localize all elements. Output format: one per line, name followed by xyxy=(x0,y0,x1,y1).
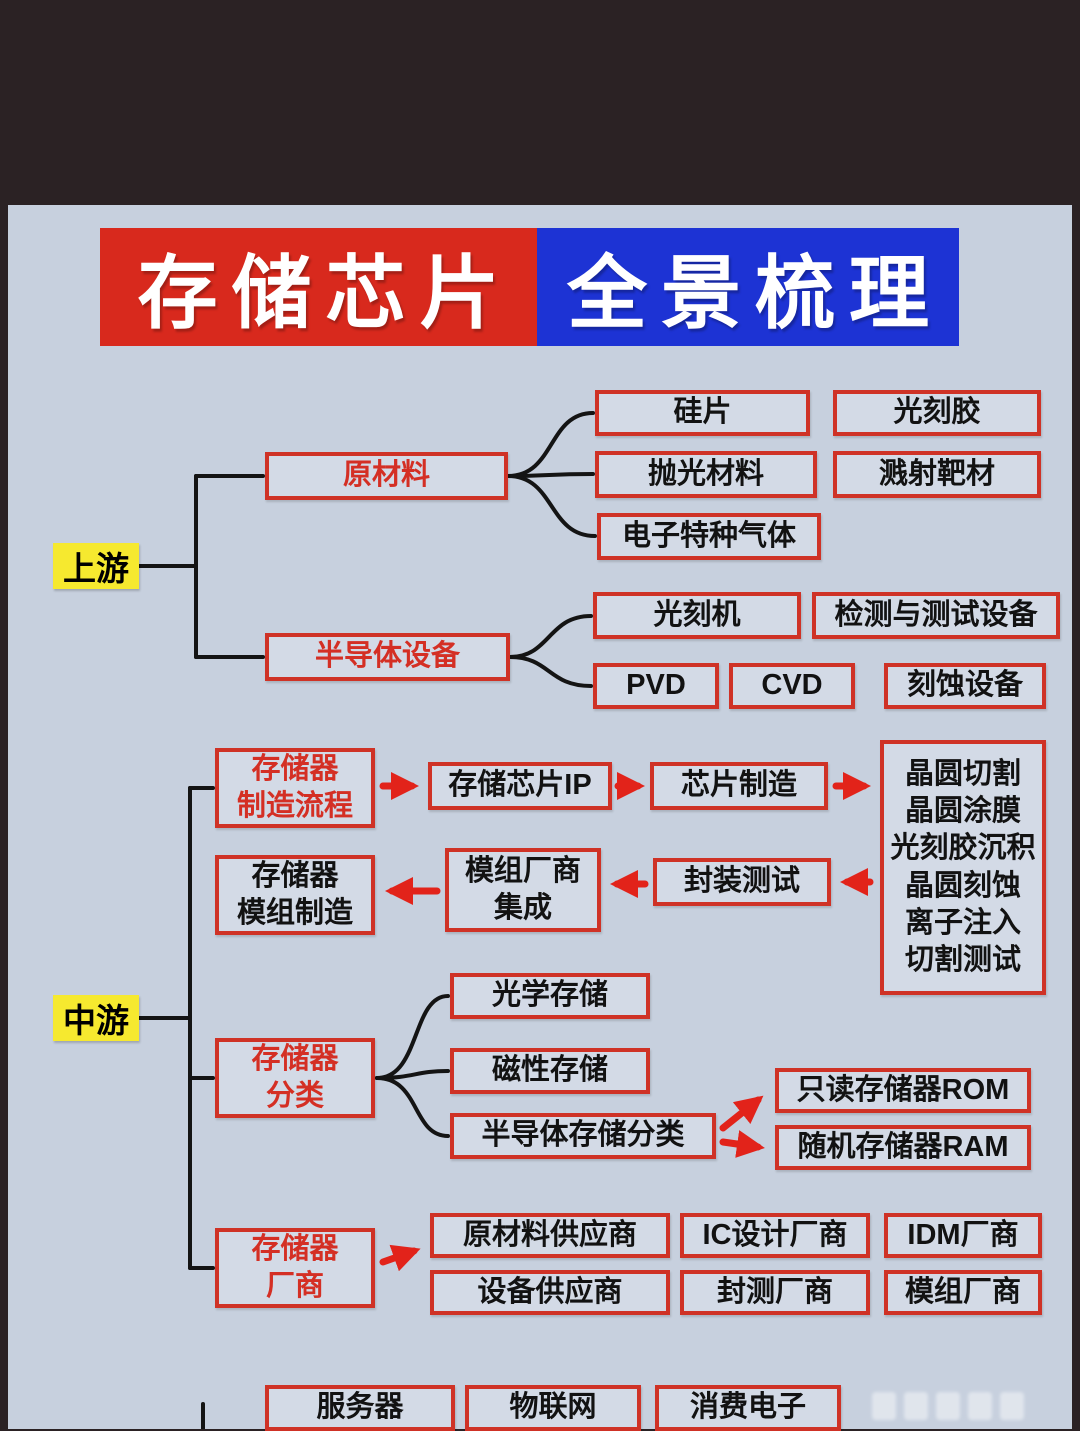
node-memory-classification: 存储器 分类 xyxy=(215,1038,375,1118)
node-module-vendors: 模组厂商 xyxy=(884,1270,1042,1315)
node-inspection-testing-equipment: 检测与测试设备 xyxy=(812,592,1060,639)
node-iot: 物联网 xyxy=(465,1385,641,1431)
node-idm-vendors: IDM厂商 xyxy=(884,1213,1042,1258)
title-left: 存储芯片 xyxy=(100,228,537,346)
node-photoresist: 光刻胶 xyxy=(833,390,1041,436)
node-pvd: PVD xyxy=(593,663,719,709)
node-packaging-testing: 封装测试 xyxy=(653,858,831,906)
node-silicon-wafer: 硅片 xyxy=(595,390,810,436)
node-raw-material-suppliers: 原材料供应商 xyxy=(430,1213,670,1258)
node-lithography-machine: 光刻机 xyxy=(593,592,801,639)
watermark xyxy=(872,1388,1050,1424)
node-semiconductor-storage-classification: 半导体存储分类 xyxy=(450,1113,716,1159)
node-equipment-suppliers: 设备供应商 xyxy=(430,1270,670,1315)
node-rom: 只读存储器ROM xyxy=(775,1068,1031,1113)
node-semiconductor-equipment: 半导体设备 xyxy=(265,633,510,681)
node-consumer-electronics: 消费电子 xyxy=(655,1385,841,1431)
node-polishing-materials: 抛光材料 xyxy=(595,451,817,498)
node-sputtering-targets: 溅射靶材 xyxy=(833,451,1041,498)
node-memory-mfg-process: 存储器 制造流程 xyxy=(215,748,375,828)
node-server: 服务器 xyxy=(265,1385,455,1431)
node-chip-manufacturing: 芯片制造 xyxy=(650,762,828,810)
node-ic-design-vendors: IC设计厂商 xyxy=(680,1213,870,1258)
node-cvd: CVD xyxy=(729,663,855,709)
node-packaging-testing-vendors: 封测厂商 xyxy=(680,1270,870,1315)
node-ram: 随机存储器RAM xyxy=(775,1125,1031,1170)
node-wafer-process-steps: 晶圆切割 晶圆涂膜 光刻胶沉积 晶圆刻蚀 离子注入 切割测试 xyxy=(880,740,1046,995)
node-module-vendor-integration: 模组厂商 集成 xyxy=(445,848,601,932)
node-raw-materials: 原材料 xyxy=(265,452,508,500)
node-optical-storage: 光学存储 xyxy=(450,973,650,1019)
label-upstream: 上游 xyxy=(53,543,139,589)
node-memory-module-manufacturing: 存储器 模组制造 xyxy=(215,855,375,935)
node-memory-chip-ip: 存储芯片IP xyxy=(428,762,612,810)
node-etching-equipment: 刻蚀设备 xyxy=(884,663,1046,709)
node-magnetic-storage: 磁性存储 xyxy=(450,1048,650,1094)
node-electronic-special-gases: 电子特种气体 xyxy=(597,513,821,560)
label-midstream: 中游 xyxy=(53,995,139,1041)
node-memory-vendors: 存储器 厂商 xyxy=(215,1228,375,1308)
title-right: 全景梳理 xyxy=(537,228,959,346)
